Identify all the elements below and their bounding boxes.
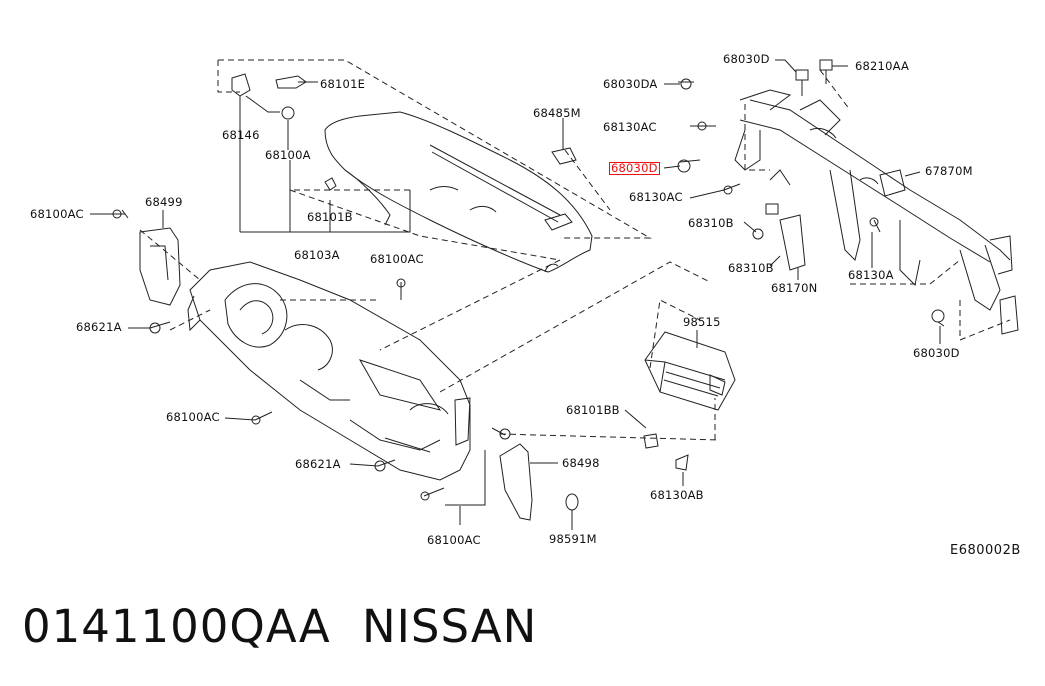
part-label-68101E: 68101E — [320, 77, 366, 91]
part-label-68030DA: 68030DA — [603, 77, 658, 91]
part-label-68030D-right: 68030D — [913, 346, 960, 360]
part-label-68130A: 68130A — [848, 268, 894, 282]
part-label-68100AC-bottom: 68100AC — [427, 533, 481, 547]
steering-member-67870M — [734, 89, 1019, 335]
brand-name: NISSAN — [362, 600, 538, 653]
part-number: 0141100QAA — [22, 600, 331, 653]
diagram-reference-code: E680002B — [950, 543, 1021, 558]
clip-68146 — [231, 73, 251, 97]
clip-68101E — [275, 75, 307, 89]
part-label-68100AC-left: 68100AC — [30, 207, 84, 221]
part-label-68485M: 68485M — [533, 106, 581, 120]
part-label-68621A-left: 68621A — [76, 320, 122, 334]
part-label-68100A: 68100A — [265, 148, 311, 162]
part-label-68100AC-center: 68100AC — [370, 252, 424, 266]
part-label-68030D-highlighted[interactable]: 68030D — [609, 161, 660, 175]
leader-lines — [90, 59, 941, 530]
part-label-98515: 98515 — [683, 315, 721, 329]
part-label-68103A: 68103A — [294, 248, 340, 262]
side-panel-left — [139, 227, 181, 306]
part-label-68310B-bottom: 68310B — [728, 261, 774, 275]
part-label-68101BB: 68101BB — [566, 403, 620, 417]
instrument-panel — [187, 261, 471, 481]
part-label-68030D-top: 68030D — [723, 52, 770, 66]
nut-68485M — [551, 147, 577, 165]
part-label-68101B: 68101B — [307, 210, 353, 224]
part-label-67870M: 67870M — [925, 164, 973, 178]
part-label-68100AC-mid: 68100AC — [166, 410, 220, 424]
part-label-68146: 68146 — [222, 128, 260, 142]
grommet-68100A — [281, 106, 295, 120]
part-label-68621A-bottom: 68621A — [295, 457, 341, 471]
part-label-68310B-top: 68310B — [688, 216, 734, 230]
part-label-68130AB: 68130AB — [650, 488, 704, 502]
bolt-icons — [677, 59, 945, 327]
part-label-68499: 68499 — [145, 195, 183, 209]
side-panel-right — [499, 443, 533, 521]
part-label-68170N: 68170N — [771, 281, 818, 295]
dashboard-upper-pad — [324, 111, 593, 273]
part-label-68130AC-mid: 68130AC — [629, 190, 683, 204]
part-label-68130AC-top: 68130AC — [603, 120, 657, 134]
part-label-68498: 68498 — [562, 456, 600, 470]
dashed-leader-lines — [139, 59, 1011, 441]
part-label-68210AA: 68210AA — [855, 59, 910, 73]
part-label-98591M: 98591M — [549, 532, 597, 546]
airbag-module-98515 — [644, 331, 736, 411]
